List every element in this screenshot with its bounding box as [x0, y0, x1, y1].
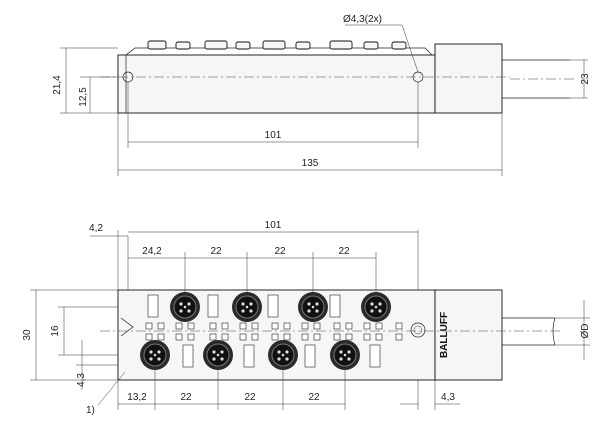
connector-port [232, 292, 262, 322]
connector-port [330, 340, 360, 370]
side-body [117, 54, 436, 114]
label-windows [147, 294, 381, 368]
dim-135: 135 [302, 158, 319, 169]
side-hole-leader [345, 24, 419, 73]
connectors-top-row [170, 292, 391, 322]
dim-4-3-left: 4,3 [76, 373, 87, 387]
dim-diameter-d: ØD [580, 324, 591, 339]
side-hole-label: Ø4,3(2x) [343, 14, 382, 25]
side-cable [502, 59, 570, 99]
dim-30: 30 [22, 329, 33, 341]
chevron-mark [120, 317, 134, 337]
dim-22-b: 22 [274, 246, 286, 257]
side-view: Ø4,3(2x) 21,4 12,5 101 135 23 [52, 14, 591, 176]
callout-leader [97, 371, 126, 406]
side-flange [117, 55, 127, 114]
top-view: BALLUFF 4,2 101 24,2 22 22 22 30 16 4,3 … [22, 220, 591, 416]
dim-23: 23 [580, 73, 591, 85]
side-connector-bumps [147, 40, 407, 50]
top-cable-block [434, 289, 503, 381]
dim-13-2: 13,2 [127, 392, 147, 403]
dim-24-2: 24,2 [142, 246, 162, 257]
top-cable [502, 317, 555, 346]
connector-port [140, 340, 170, 370]
connector-port [170, 292, 200, 322]
dim-101-side: 101 [265, 130, 282, 141]
dim-22-e: 22 [244, 392, 256, 403]
dim-21-4: 21,4 [52, 75, 63, 95]
connector-port [268, 340, 298, 370]
dim-4-2: 4,2 [89, 223, 103, 234]
callout-label: 1) [86, 405, 95, 416]
dim-101-top: 101 [265, 220, 282, 231]
dim-22-d: 22 [180, 392, 192, 403]
dim-12-5: 12,5 [78, 87, 89, 107]
dim-22-f: 22 [308, 392, 320, 403]
led-indicators [145, 322, 403, 341]
connector-port [361, 292, 391, 322]
dim-16: 16 [50, 325, 61, 337]
connectors-bottom-row [140, 340, 360, 370]
dim-4-3-right: 4,3 [441, 392, 455, 403]
connector-port [203, 340, 233, 370]
top-hole-right [410, 322, 426, 338]
connector-port [298, 292, 328, 322]
dim-22-a: 22 [210, 246, 222, 257]
dim-22-c: 22 [338, 246, 350, 257]
side-cable-block [434, 43, 503, 114]
balluff-logo: BALLUFF [439, 312, 450, 358]
